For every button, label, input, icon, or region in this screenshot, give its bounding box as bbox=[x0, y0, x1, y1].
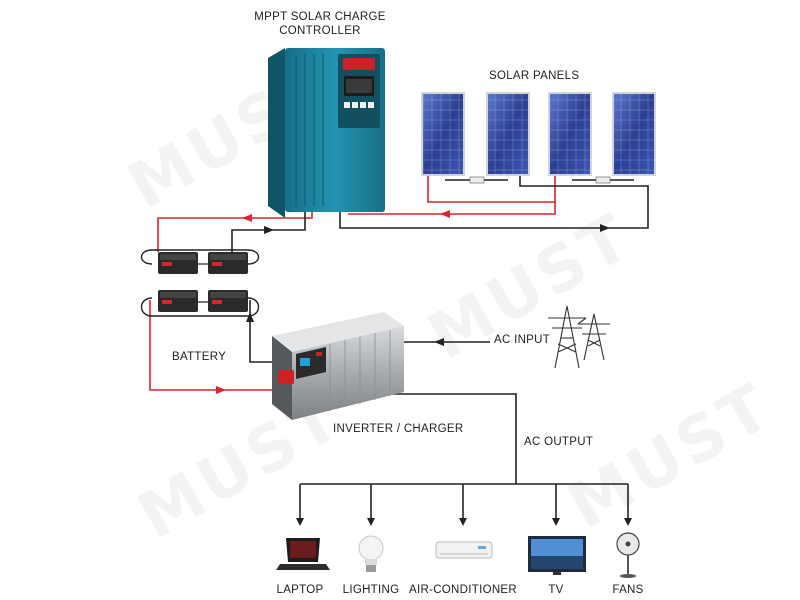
load-label-air-conditioner: AIR-CONDITIONER bbox=[409, 584, 517, 596]
solar-panel bbox=[486, 92, 530, 176]
terminal-block bbox=[278, 370, 294, 384]
positive-wire-panels bbox=[427, 176, 556, 203]
control-button bbox=[368, 102, 374, 108]
tv-icon bbox=[528, 536, 586, 575]
positive-wire-controller-battery bbox=[157, 212, 313, 252]
laptop-icon bbox=[276, 538, 330, 570]
air-conditioner-icon bbox=[435, 541, 493, 559]
ac-output-wire bbox=[350, 393, 517, 484]
controller-title-line1: MPPT SOLAR CHARGE bbox=[254, 11, 386, 23]
arrow-icon bbox=[600, 224, 610, 232]
ac-output-label: AC OUTPUT bbox=[524, 436, 594, 448]
solar-panel bbox=[421, 92, 465, 176]
wiring bbox=[149, 176, 649, 520]
arrow-icon bbox=[624, 518, 632, 526]
brand-logo bbox=[343, 58, 375, 70]
negative-wire-panels bbox=[339, 176, 649, 229]
control-button bbox=[360, 102, 366, 108]
inverter-charger-device bbox=[272, 312, 404, 420]
arrow-icon bbox=[242, 214, 252, 222]
battery bbox=[158, 252, 198, 274]
load-label-fans: FANS bbox=[612, 584, 644, 596]
arrow-icon bbox=[434, 338, 444, 346]
lcd-display bbox=[300, 358, 310, 366]
load-label-tv: TV bbox=[548, 584, 564, 596]
solar-panel bbox=[612, 92, 656, 176]
arrow-icon bbox=[296, 518, 304, 526]
load-label-lighting: LIGHTING bbox=[342, 584, 400, 596]
ac-input-label: AC INPUT bbox=[494, 334, 551, 346]
arrow-icon bbox=[440, 210, 450, 218]
fan-icon bbox=[616, 532, 640, 578]
battery bbox=[158, 290, 198, 312]
inverter-charger-label: INVERTER / CHARGER bbox=[333, 423, 464, 435]
controller-title-line2: CONTROLLER bbox=[279, 25, 361, 37]
battery-label: BATTERY bbox=[172, 351, 227, 363]
arrow-icon bbox=[246, 312, 254, 322]
arrow-icon bbox=[552, 518, 560, 526]
flow-arrows bbox=[216, 210, 632, 526]
solar-panels bbox=[421, 92, 656, 184]
arrow-icon bbox=[367, 518, 375, 526]
mppt-controller-device bbox=[268, 48, 385, 218]
positive-wire-battery-inverter bbox=[149, 300, 281, 391]
solar-panels-label: SOLAR PANELS bbox=[489, 70, 580, 82]
solar-panel bbox=[548, 92, 592, 176]
battery-bank bbox=[140, 249, 260, 317]
battery bbox=[208, 290, 248, 312]
control-button bbox=[352, 102, 358, 108]
arrow-icon bbox=[264, 226, 274, 234]
battery bbox=[208, 252, 248, 274]
light-bulb-icon bbox=[358, 535, 384, 572]
arrow-icon bbox=[216, 386, 226, 394]
control-button bbox=[344, 102, 350, 108]
arrow-icon bbox=[459, 518, 467, 526]
load-label-laptop: LAPTOP bbox=[276, 584, 324, 596]
transmission-tower-icon bbox=[548, 305, 610, 369]
positive-wire-panels-to-controller bbox=[348, 202, 556, 215]
